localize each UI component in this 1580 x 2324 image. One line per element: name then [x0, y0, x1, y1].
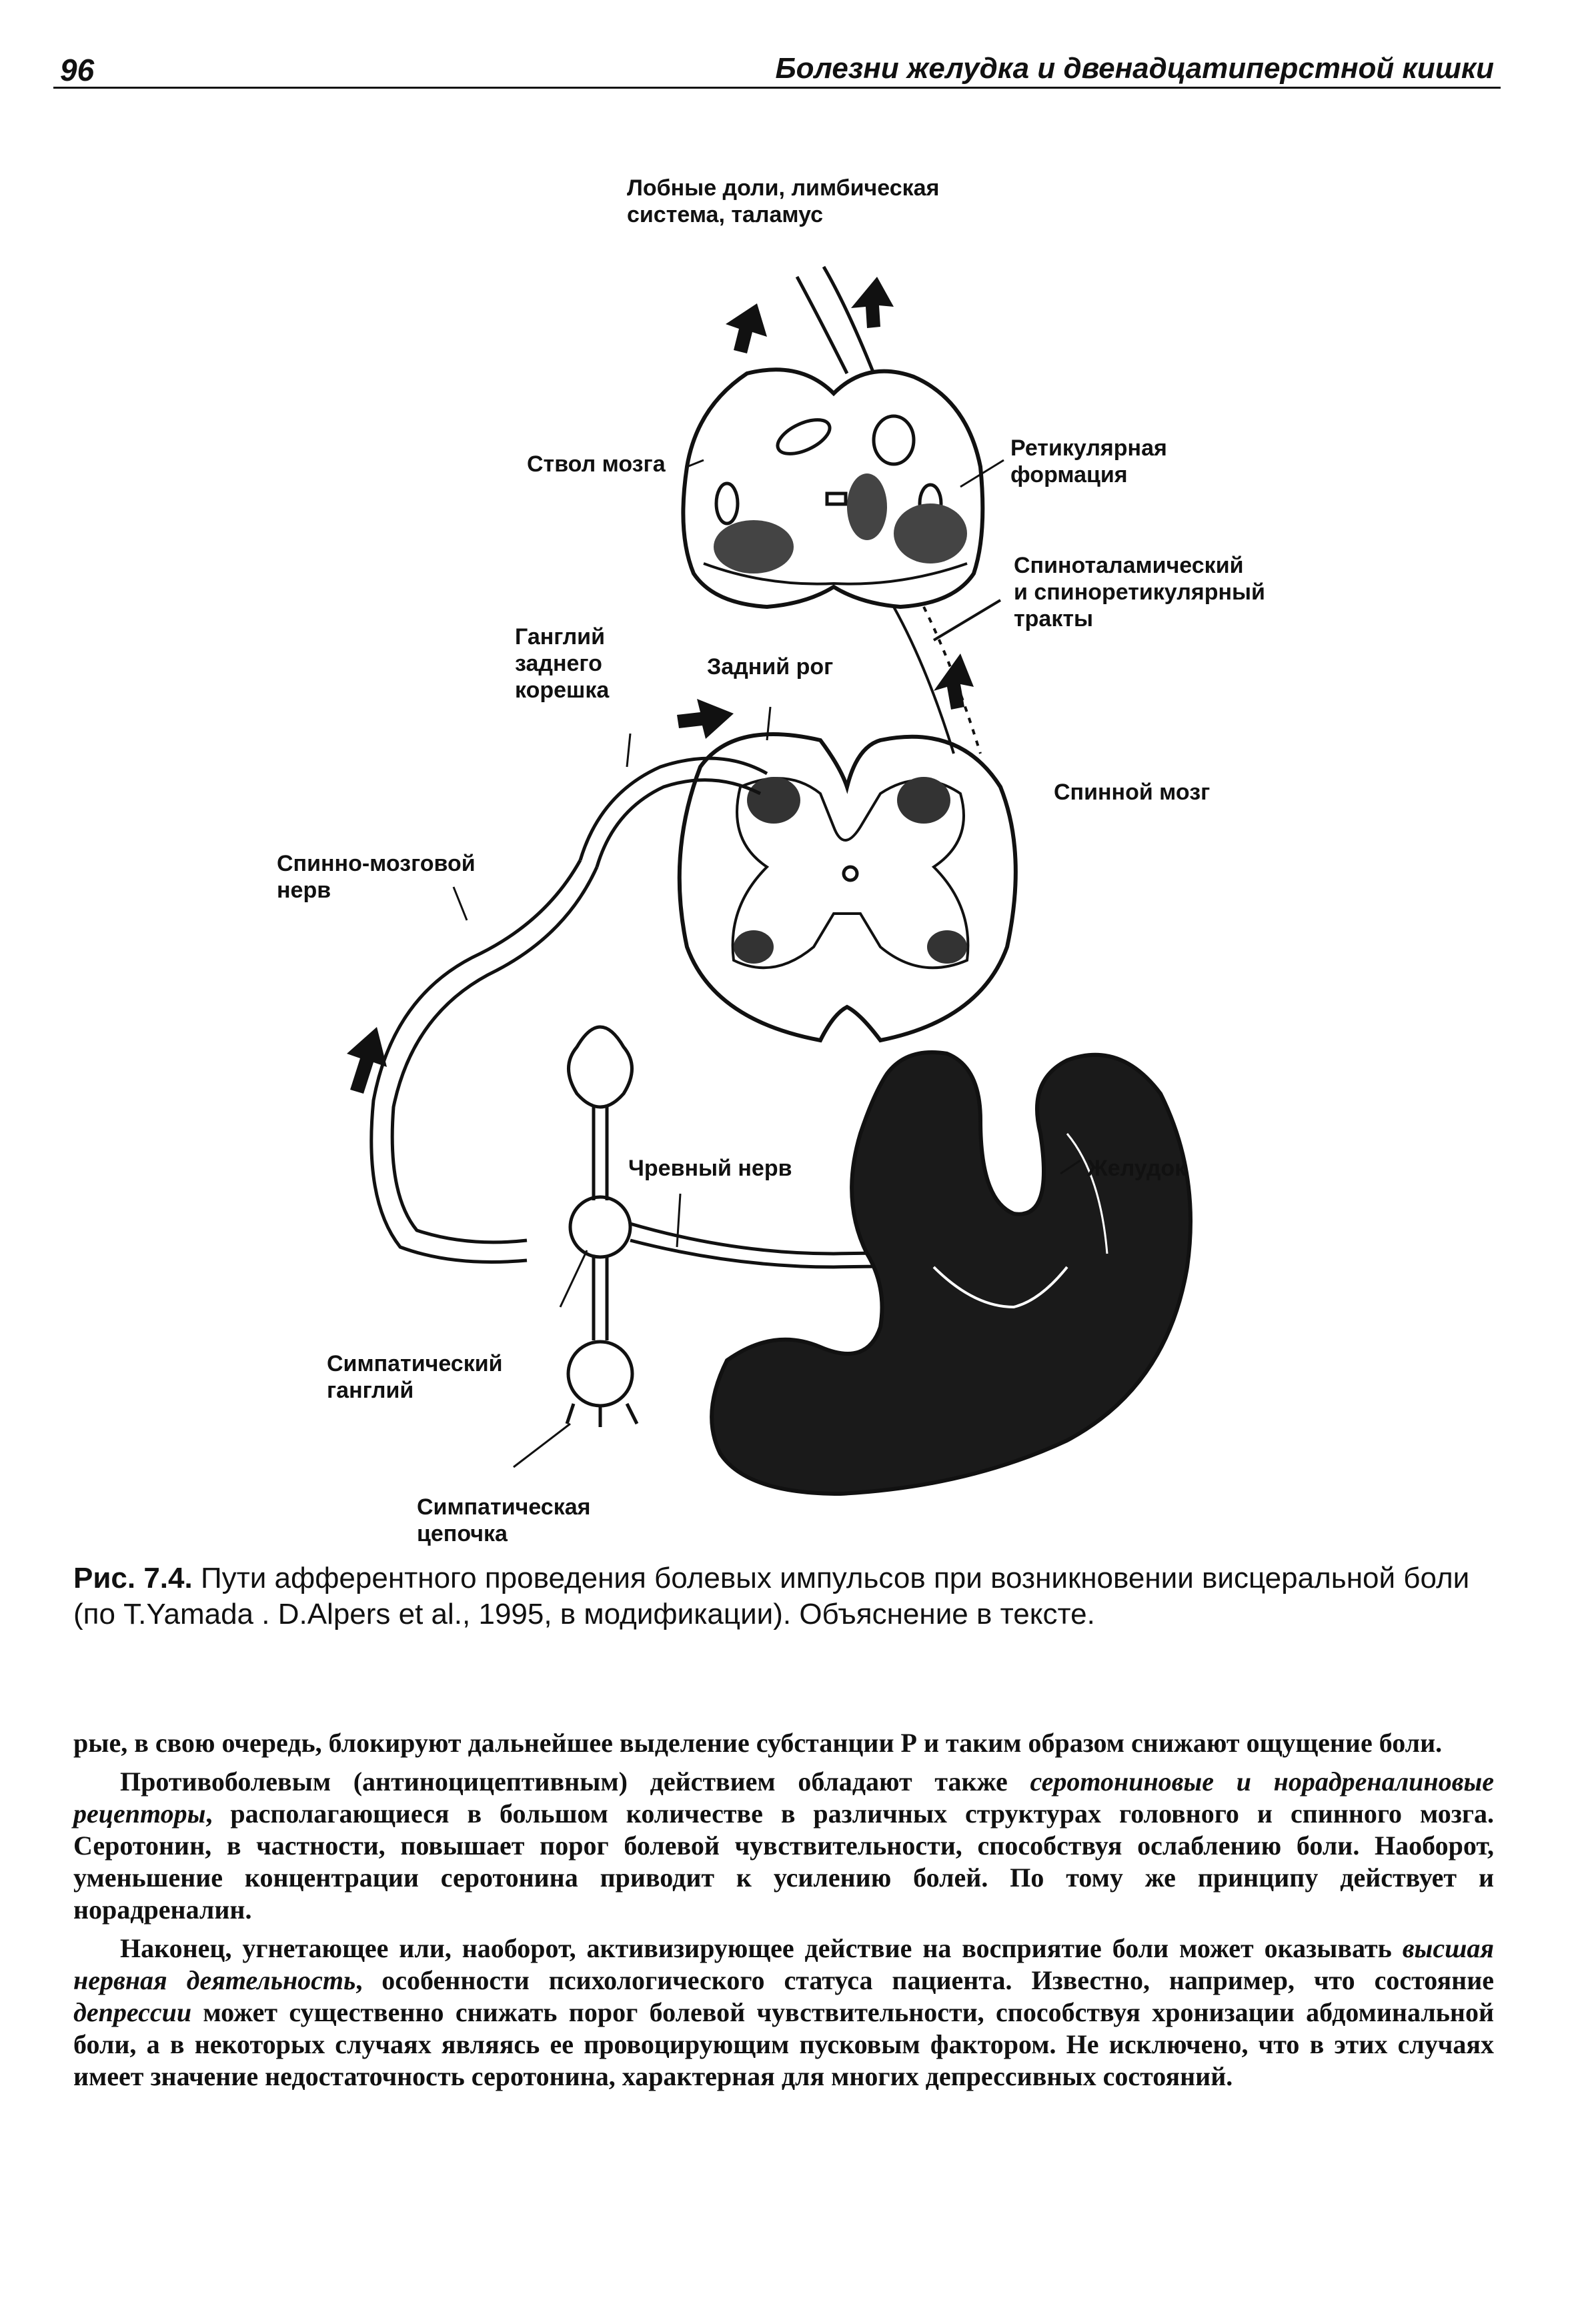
label-dorsal-root-ganglion: Ганглий заднего корешка — [515, 624, 610, 703]
dorsal-root — [578, 756, 768, 861]
arrow-up-right — [851, 277, 894, 328]
spinal-cord-section — [677, 732, 1018, 1043]
sympathetic-chain-top-neuron — [567, 1025, 634, 1109]
label-frontal-lobes: Лобные доли, лимбическая система, таламу… — [627, 175, 940, 227]
label-celiac-nerve: Чревный нерв — [628, 1156, 792, 1181]
label-sympathetic-chain: Симпатическая цепочка — [417, 1494, 591, 1546]
label-brainstem: Ствол мозга — [527, 451, 666, 477]
figure-pain-pathways: Лобные доли, лимбическая система, таламу… — [277, 175, 1265, 1546]
paragraph-3-text-b: , особенности психологического статуса п… — [355, 1965, 1494, 1995]
sympathetic-ganglion — [568, 1195, 632, 1259]
label-dorsal-horn: Задний рог — [707, 654, 834, 680]
paragraph-2-emphasis: серотониновые и норадреналиновые рецепто… — [73, 1767, 1494, 1829]
spinal-nerve — [369, 859, 582, 1264]
brainstem-left-oval — [776, 418, 832, 455]
body-text: рые, в свою очередь, блокируют дальнейше… — [73, 1727, 1494, 2099]
figure-number: Рис. 7.4. — [73, 1562, 193, 1594]
page-number: 96 — [60, 53, 95, 87]
label-spinal-nerve: Спинно-мозговой нерв — [277, 851, 476, 903]
label-reticular-formation: Ретикулярная формация — [1010, 435, 1167, 487]
arrow-up-left — [726, 303, 767, 353]
running-title: Болезни желудка и двенадцатиперстной киш… — [775, 52, 1494, 85]
paragraph-3-text-c: может существенно снижать порог болевой … — [73, 1997, 1494, 2091]
page-header: 96 Болезни желудка и двенадцатиперстной … — [53, 52, 1501, 89]
dorsal-horn-texture — [734, 777, 967, 964]
label-spinothalamic-tracts: Спиноталамический и спиноретикулярный тр… — [1014, 553, 1265, 632]
paragraph-2-text-b: , располагающиеся в большом количестве в… — [73, 1799, 1494, 1925]
label-sympathetic-ganglion: Симпатический ганглий — [327, 1351, 503, 1403]
arrow-up-tracts — [934, 654, 974, 710]
stomach — [710, 1050, 1193, 1496]
label-stomach: Желудок — [1087, 1156, 1187, 1181]
caption-text: Пути афферентного проведения болевых имп… — [73, 1562, 1470, 1630]
paragraph-1: рые, в свою очередь, блокируют дальнейше… — [73, 1727, 1494, 1759]
arrow-up-left-nerve — [347, 1027, 387, 1094]
arrows — [347, 277, 974, 1094]
paragraph-1-text: рые, в свою очередь, блокируют дальнейше… — [73, 1728, 1443, 1758]
reticular-formation-texture — [714, 473, 967, 573]
paragraph-3-emphasis-1: высшая нервная деятельность — [73, 1933, 1494, 1995]
figure-caption: Рис. 7.4. Пути афферентного проведения б… — [73, 1560, 1494, 1632]
brainstem-section — [681, 367, 985, 610]
arrow-dorsal-horn — [677, 699, 734, 739]
paragraph-2: Противоболевым (антиноцицептивным) дейст… — [73, 1766, 1494, 1926]
pain-pathway-diagram — [347, 265, 1193, 1496]
paragraph-3: Наконец, угнетающее или, наоборот, актив… — [73, 1933, 1494, 2093]
paragraph-2-text-a: Противоболевым (антиноцицептивным) дейст… — [120, 1767, 1030, 1797]
paragraph-3-emphasis-2: депрессии — [73, 1997, 192, 2027]
paragraph-3-text-a: Наконец, угнетающее или, наоборот, актив… — [120, 1933, 1403, 1963]
label-spinal-cord: Спинной мозг — [1054, 780, 1211, 805]
